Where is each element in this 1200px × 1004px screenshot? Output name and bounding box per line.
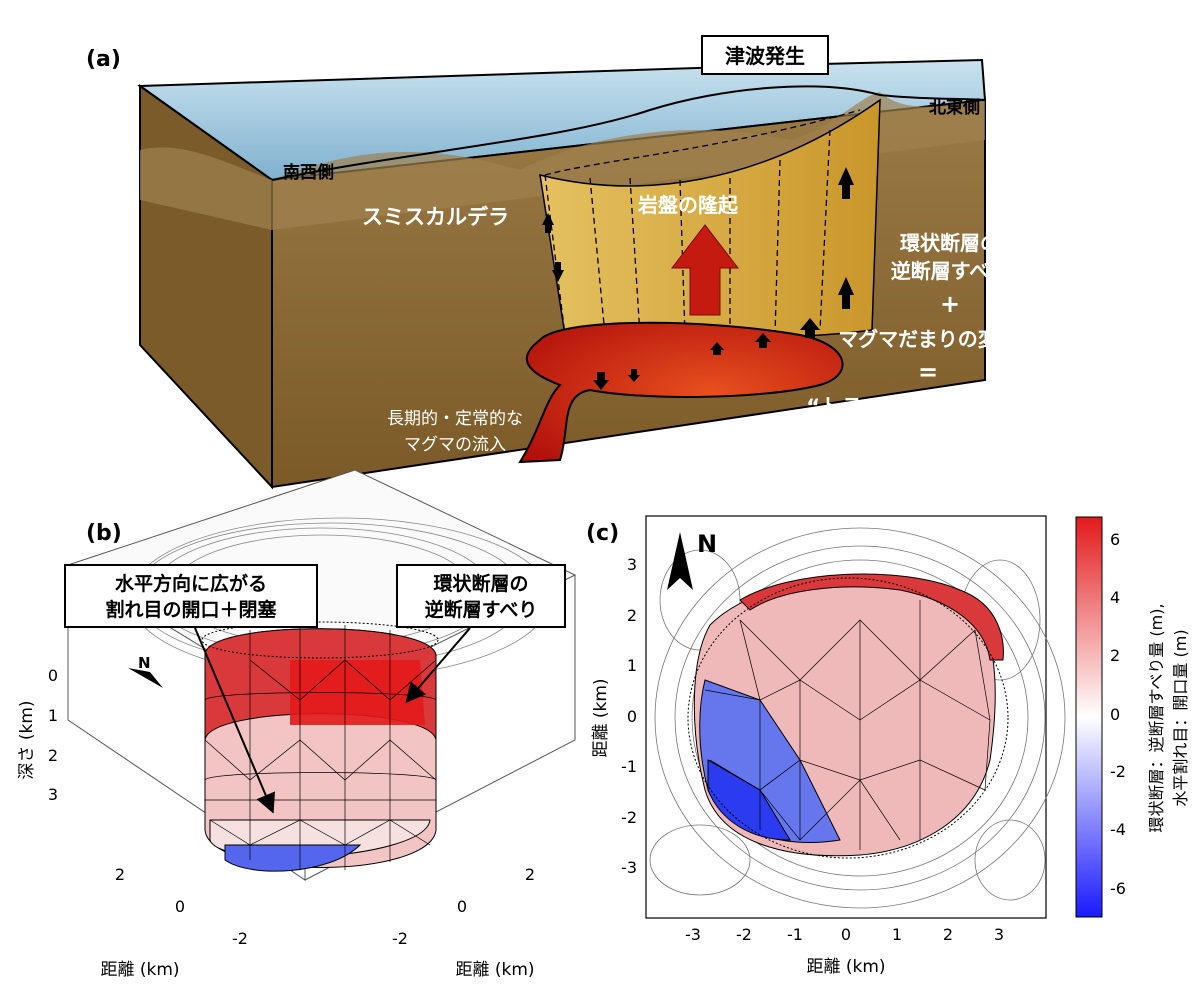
c-xtick: 1 (892, 925, 902, 944)
northeast-label: 北東側 (929, 97, 980, 118)
b-callout-left-1: 水平方向に広がる (115, 572, 267, 595)
b-callout-right-arrow (405, 627, 471, 704)
colorbar-tick: 6 (1110, 530, 1120, 549)
b-strong-slip-band (290, 660, 425, 725)
c-north-arrow-icon (667, 532, 693, 590)
colorbar-tick: -4 (1110, 820, 1126, 839)
colorbar-ticks: 6 4 2 0 -2 -4 -6 (1110, 530, 1126, 898)
b-depth-tick: 0 (48, 666, 58, 685)
slip-arrow-icon (542, 213, 554, 233)
b-callout-right-box (396, 564, 566, 628)
seafloor-profile (140, 92, 985, 230)
b-crack-blue (224, 844, 362, 872)
colorbar-tick: 4 (1110, 588, 1120, 607)
b-depth-tick: 3 (48, 785, 58, 804)
b-depth-axis-label: 深さ (km) (17, 700, 37, 779)
slip-arrow-icon (593, 372, 609, 390)
c-xtick: 2 (943, 925, 953, 944)
panel-a-label: (a) (86, 47, 121, 72)
b-callout-left-box (64, 564, 318, 628)
b-xtick-left: 2 (115, 865, 125, 884)
colorbar (1075, 516, 1103, 918)
slip-arrow-icon (710, 342, 724, 355)
uplift-label: 岩盤の隆起 (637, 193, 739, 217)
b-north-arrow-icon (128, 668, 163, 688)
uplift-arrow (670, 224, 740, 316)
slip-arrows (542, 167, 854, 390)
c-mesh-lines (704, 600, 991, 850)
colorbar-tick: 0 (1110, 705, 1120, 724)
c-xtick: -3 (685, 925, 701, 944)
inflow-label-1: 長期的・定常的な (387, 409, 523, 429)
magma-chamber (518, 321, 844, 464)
colorbar-label-2: 水平割れ目：開口量 (m) (1171, 629, 1190, 806)
c-north-label: N (697, 530, 717, 558)
b-xtick-right: -2 (392, 929, 408, 948)
slip-arrow-icon (800, 318, 820, 338)
b-callout-left-arrow (194, 627, 275, 814)
b-xtick-left: 0 (175, 897, 185, 916)
slip-arrow-icon (838, 277, 854, 309)
b-xtick-left: -2 (232, 929, 248, 948)
b-mesh-lines (204, 625, 437, 870)
c-strong-negative (707, 759, 791, 841)
c-xlabel: 距離 (km) (806, 957, 885, 977)
b-depth-tick: 1 (48, 706, 58, 725)
b-caldera-rim (201, 621, 439, 659)
trapdoor-label: “トラップドア断層破壊” (806, 395, 1044, 419)
c-caldera-rim (687, 577, 1009, 859)
slip-arrow-icon (628, 369, 640, 382)
panel-c-label: (c) (586, 521, 619, 546)
c-ylabel: 距離 (km) (591, 678, 611, 757)
c-x-ticks: -3 -2 -1 0 1 2 3 (685, 925, 1004, 944)
ring-fault-label-2: 逆断層すべり (891, 259, 1010, 283)
c-ytick: 0 (627, 707, 637, 726)
slip-arrow-icon (838, 167, 854, 199)
b-callout-right-1: 環状断層の (433, 572, 528, 595)
b-callout-right-2: 逆断層すべり (425, 598, 538, 621)
c-ytick: -3 (621, 858, 637, 877)
panel-c: (c) (586, 515, 1190, 977)
ring-fault-label-1: 環状断層の (900, 231, 1000, 255)
caldera-label: スミスカルデラ (362, 205, 509, 229)
magma-deform-label: マグマだまりの変形 (838, 327, 1018, 351)
panel-a: (a) (86, 35, 1044, 490)
c-ytick: -2 (621, 808, 637, 827)
southwest-label: 南西側 (283, 162, 334, 183)
panel-b-label: (b) (86, 521, 122, 546)
c-ytick: -1 (621, 757, 637, 776)
c-y-ticks: 3 2 1 0 -1 -2 -3 (621, 555, 637, 877)
colorbar-label-1: 環状断層：逆断層すべり量 (m), (1147, 603, 1166, 832)
dashed-faults (544, 109, 861, 336)
tsunami-label: 津波発生 (725, 44, 805, 68)
plus-sign: + (940, 290, 960, 318)
c-xtick: 3 (994, 925, 1004, 944)
b-depth-tick: 2 (48, 746, 58, 765)
c-ring-slip-band (739, 573, 1004, 661)
c-topography-contours (649, 527, 1066, 909)
b-xtick-right: 2 (525, 865, 535, 884)
slip-arrow-icon (755, 333, 771, 348)
b-callout-left-2: 割れ目の開口＋閉塞 (105, 598, 277, 621)
colorbar-tick: -2 (1110, 762, 1126, 781)
b-north-label: N (138, 654, 151, 672)
equals-sign: = (918, 358, 938, 386)
c-ytick: 2 (627, 606, 637, 625)
b-xtick-right: 0 (457, 897, 467, 916)
b-xlabel-right: 距離 (km) (455, 960, 534, 980)
c-ytick: 3 (627, 555, 637, 574)
c-xtick: -1 (787, 925, 803, 944)
c-xtick: -2 (736, 925, 752, 944)
panel-b: (b) (17, 469, 577, 980)
tsunami-wave (271, 85, 986, 181)
b-xlabel-left: 距離 (km) (100, 960, 179, 980)
tsunami-label-box (701, 35, 829, 75)
colorbar-tick: -6 (1110, 879, 1126, 898)
inflow-label-2: マグマの流入 (404, 435, 506, 455)
c-xtick: 0 (841, 925, 851, 944)
c-ytick: 1 (627, 656, 637, 675)
colorbar-tick: 2 (1110, 646, 1120, 665)
slip-arrow-icon (552, 262, 564, 282)
